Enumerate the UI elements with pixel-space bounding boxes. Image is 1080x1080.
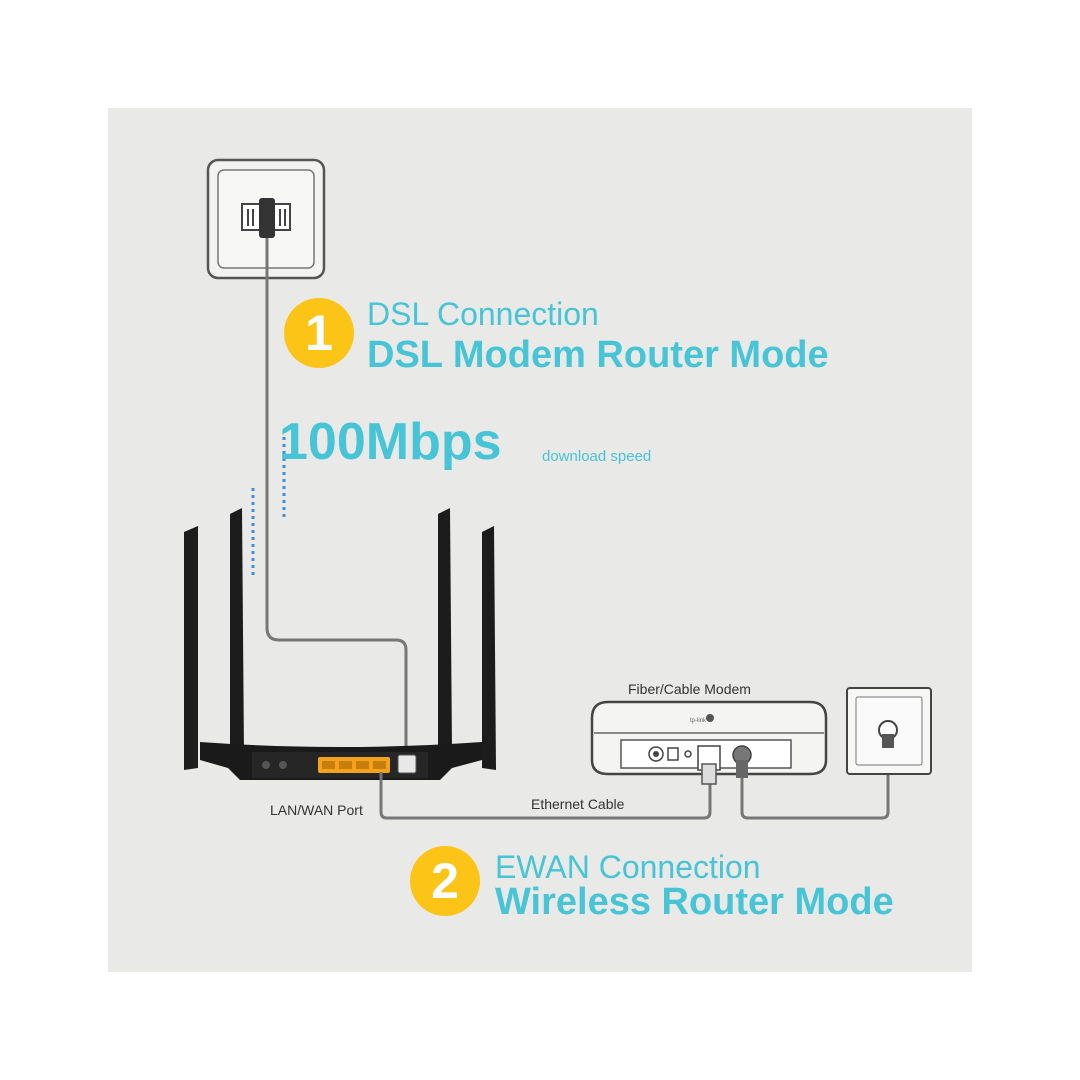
step-2-badge: 2 bbox=[410, 846, 480, 916]
speed-caption: download speed bbox=[542, 448, 652, 465]
step-1-badge: 1 bbox=[284, 298, 354, 368]
svg-text:tp-link: tp-link bbox=[690, 718, 707, 724]
coax-cable bbox=[740, 746, 890, 820]
ewan-connection-label: EWAN Connection bbox=[495, 849, 761, 885]
dsl-mode-title: DSL Modem Router Mode bbox=[367, 334, 829, 376]
ethernet-cable bbox=[379, 772, 712, 820]
lan-wan-port-label: LAN/WAN Port bbox=[270, 802, 363, 818]
fiber-cable-modem-icon: tp-link bbox=[590, 700, 828, 785]
dsl-router-icon bbox=[184, 508, 496, 780]
dsl-connection-label: DSL Connection bbox=[367, 296, 599, 332]
speed-value: 100Mbps bbox=[279, 413, 502, 471]
wireless-mode-title: Wireless Router Mode bbox=[495, 881, 894, 923]
ethernet-cable-label: Ethernet Cable bbox=[531, 796, 625, 812]
phone-line-wall-socket-icon bbox=[206, 158, 326, 280]
modem-label: Fiber/Cable Modem bbox=[628, 681, 751, 697]
signal-dots-icon bbox=[251, 430, 286, 578]
coax-wall-socket-icon bbox=[846, 687, 932, 775]
dsl-phone-cable bbox=[265, 238, 408, 762]
